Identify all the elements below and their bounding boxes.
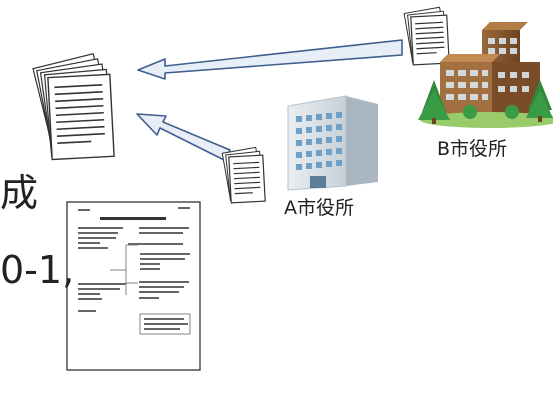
b-city-office-building-icon [418,22,553,128]
arrow-from-b-icon [137,39,403,80]
cropped-text-fragment-top: 成 [0,171,39,215]
a-city-office-building-icon [287,95,378,191]
document-stack-b-icon [403,6,450,66]
arrow-from-a-icon [136,113,231,161]
b-city-office-label: B市役所 [437,138,508,160]
cropped-text-fragment-middle: 0-1, [0,248,75,292]
document-stack-icon [32,52,115,161]
document-stack-a-icon [221,146,266,204]
document-page-thumbnail [66,201,201,371]
a-city-office-label: A市役所 [284,197,354,219]
